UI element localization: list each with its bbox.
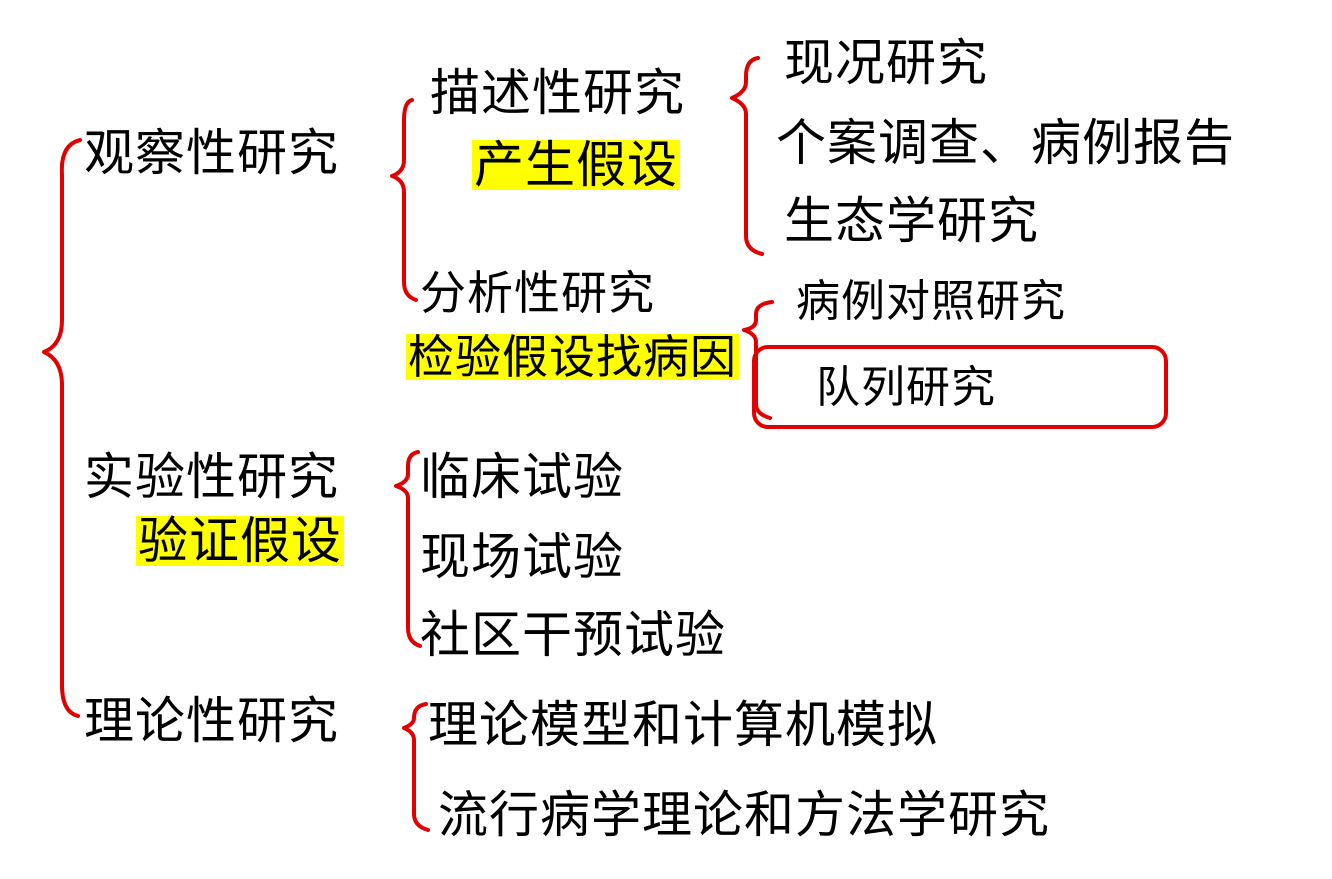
descriptive-brace [730,56,764,256]
list-item: 理论模型和计算机模拟 [428,696,938,754]
descriptive-note: 产生假设 [472,136,680,194]
experimental-brace [394,450,422,648]
list-item: 个案调查、病例报告 [776,114,1235,172]
main-brace [42,138,82,718]
experimental-note: 验证假设 [136,512,344,570]
list-item: 现况研究 [784,34,988,92]
cohort-study-box [752,345,1168,429]
observational-label: 观察性研究 [84,124,339,182]
list-item: 临床试验 [420,448,624,506]
list-item: 社区干预试验 [420,606,726,664]
list-item: 生态学研究 [784,192,1039,250]
analytical-brace [742,300,774,420]
experimental-label: 实验性研究 [84,448,339,506]
descriptive-label: 描述性研究 [430,64,685,122]
analytical-note: 检验假设找病因 [406,330,739,384]
list-item: 流行病学理论和方法学研究 [438,786,1050,844]
analytical-label: 分析性研究 [420,266,655,320]
theoretical-label: 理论性研究 [84,692,339,750]
observational-brace [390,98,418,302]
list-item: 现场试验 [420,528,624,586]
list-item: 病例对照研究 [796,276,1066,327]
list-item: 队列研究 [816,362,996,413]
theoretical-brace [402,702,430,832]
